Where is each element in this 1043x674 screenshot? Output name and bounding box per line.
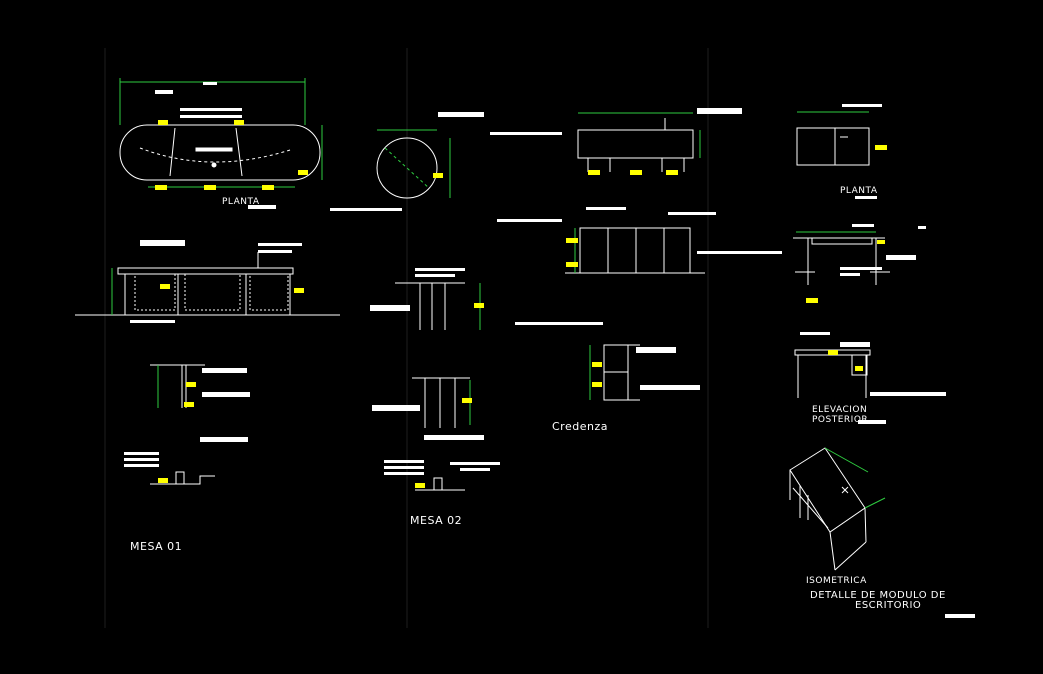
escritorio-elevation-tags [828, 350, 863, 371]
credenza-elevation-1 [577, 118, 694, 172]
mesa01-elevation [75, 252, 340, 316]
mesa02-plan [376, 137, 438, 199]
credenza-section-tags [592, 362, 602, 387]
sheet-title-line2: ESCRITORIO [855, 600, 921, 611]
mesa01-planta-label: PLANTA [222, 197, 260, 207]
mesa01-detail-a-notes [202, 368, 250, 397]
escritorio-plan-tags [875, 145, 887, 150]
mesa02-section-tags [462, 398, 472, 403]
mesa01-elevation-notes [130, 240, 302, 323]
mesa01-detail-b [150, 471, 215, 485]
credenza-elevation-2 [565, 227, 705, 274]
mesa02-plan-tags [433, 173, 443, 178]
mesa02-section [412, 377, 470, 428]
escritorio-isometric [789, 447, 867, 571]
posterior-label: POSTERIOR [812, 415, 868, 425]
escritorio-section-tags [806, 240, 885, 303]
mesa02-elevation [395, 282, 465, 330]
credenza-section-notes [515, 322, 700, 390]
mesa02-detail [415, 477, 465, 491]
mesa01-plan-tags [155, 120, 308, 190]
credenza-elevation-1-tags [588, 170, 678, 175]
mesa02-plan-notes [330, 112, 484, 211]
escritorio-elevation [794, 349, 871, 398]
escritorio-elevation-notes [800, 332, 946, 424]
mesa02-elevation-notes [370, 268, 465, 311]
mesa01-plan-dims [119, 78, 323, 188]
sheet-guides [104, 48, 709, 628]
credenza-elevation-2-tags [566, 238, 578, 267]
mesa01-detail-b-tags [158, 478, 168, 483]
mesa02-plan-dims [377, 129, 451, 198]
mesa02-title: MESA 02 [410, 514, 462, 527]
mesa02-detail-tags [415, 483, 425, 488]
credenza-title: Credenza [552, 420, 608, 433]
mesa01-title: MESA 01 [130, 540, 182, 553]
escritorio-plan-notes [842, 104, 882, 199]
credenza-elevation-1-notes [490, 108, 742, 135]
escritorio-planta-label: PLANTA [840, 186, 878, 196]
mesa01-detail-b-notes [124, 437, 248, 467]
mesa01-elevation-tags [160, 284, 304, 293]
mesa02-detail-notes [384, 460, 500, 475]
mesa02-section-notes [372, 405, 484, 440]
escritorio-section-notes [840, 224, 926, 276]
mesa02-elevation-tags [474, 303, 484, 308]
escritorio-isometric-dims [824, 447, 886, 509]
sheet-scale-note [945, 614, 975, 618]
credenza-elevation-1-dims [578, 112, 701, 158]
credenza-elevation-2-notes [497, 207, 782, 254]
mesa01-detail-a-tags [184, 382, 196, 407]
elevacion-label: ELEVACION [812, 405, 867, 415]
isometrica-label: ISOMETRICA [806, 576, 867, 586]
escritorio-section [793, 237, 890, 285]
mesa01-plan-notes [155, 82, 276, 209]
mesa01-plan [119, 124, 321, 181]
credenza-section [603, 344, 640, 401]
sheet-title-line1: DETALLE DE MODULO DE [810, 590, 946, 601]
escritorio-plan [796, 127, 870, 166]
